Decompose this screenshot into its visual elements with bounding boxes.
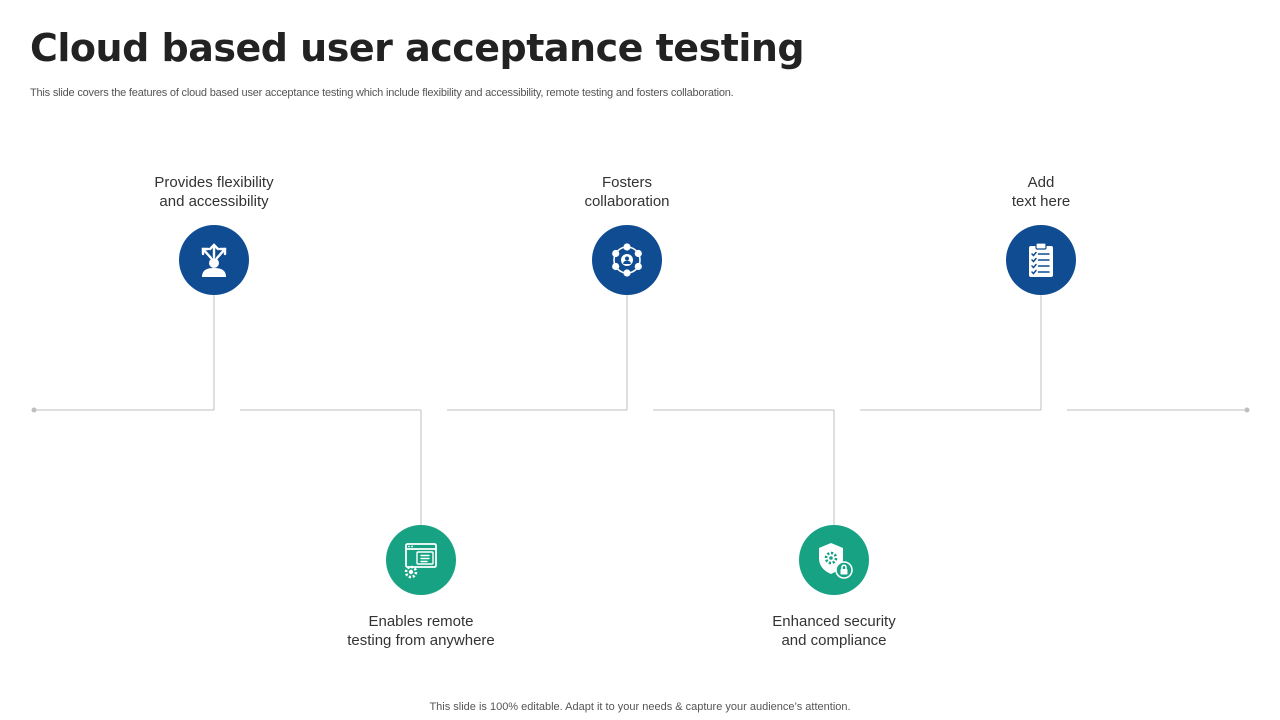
node-collaboration: [592, 225, 662, 295]
item-label-add-text: Add text here: [931, 173, 1151, 211]
node-security: [799, 525, 869, 595]
item-label-security: Enhanced security and compliance: [724, 612, 944, 650]
browser-code-gear-icon: [404, 543, 437, 579]
timeline-start-dot: [31, 407, 37, 413]
node-flexibility: [179, 225, 249, 295]
slide-footer-note: This slide is 100% editable. Adapt it to…: [429, 701, 851, 713]
item-label-line: testing from anywhere: [347, 632, 495, 649]
item-label-line: and accessibility: [159, 193, 269, 210]
arrows-out-person-icon: [201, 243, 227, 277]
item-label-line: Provides flexibility: [154, 174, 274, 191]
slide-subtitle: This slide covers the features of cloud …: [30, 87, 734, 99]
item-label-remote-testing: Enables remote testing from anywhere: [311, 612, 531, 650]
slide-title: Cloud based user acceptance testing: [30, 26, 805, 70]
item-label-line: Enhanced security: [772, 613, 896, 630]
clipboard-checklist-icon: [1029, 242, 1053, 277]
network-people-icon: [612, 243, 642, 277]
item-label-flexibility: Provides flexibility and accessibility: [104, 173, 324, 211]
node-remote-testing: [386, 525, 456, 595]
item-label-line: Add: [1027, 174, 1055, 191]
timeline-end-dot: [1244, 407, 1250, 413]
item-label-line: Enables remote: [368, 613, 474, 630]
shield-gear-lock-icon: [819, 543, 853, 579]
node-add-text: [1006, 225, 1076, 295]
item-label-line: text here: [1011, 193, 1071, 210]
item-label-line: Fosters: [601, 174, 652, 191]
item-label-collaboration: Fosters collaboration: [517, 173, 737, 211]
item-label-line: collaboration: [584, 193, 670, 210]
item-label-line: and compliance: [781, 632, 887, 649]
